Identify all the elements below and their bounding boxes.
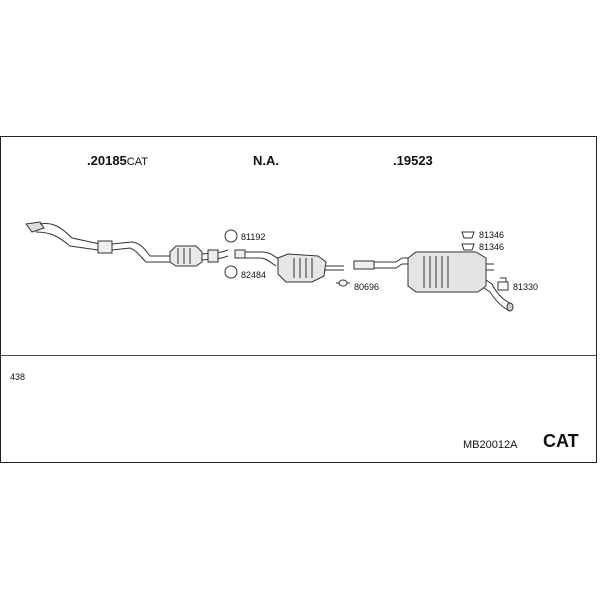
diagram-code: MB20012A: [463, 439, 518, 451]
ring-top-number: 81192: [241, 232, 266, 242]
front-pipe-mid-lower: [98, 247, 172, 263]
middle-part-label: N.A.: [253, 153, 279, 168]
hanger-2-icon: [461, 243, 475, 251]
catalytic-converter: [169, 245, 203, 267]
front-pipe-mid-upper: [98, 241, 172, 257]
rear-part-number: 19523: [396, 153, 433, 168]
clamp-icon: [336, 279, 350, 287]
tailpipe-upper: [485, 279, 513, 305]
section-divider: [0, 355, 597, 356]
flex-joint: [97, 240, 113, 254]
footer-note: 438: [10, 372, 26, 382]
mount-icon: [497, 277, 509, 291]
tailpipe-lower: [483, 287, 509, 311]
middle-silencer: [277, 253, 327, 283]
middle-pipe-assembly: [234, 249, 344, 283]
hanger-1-number: 81346: [479, 230, 505, 240]
mount-number: 81330: [513, 282, 539, 292]
tailpipe-tip: [506, 302, 514, 312]
front-part-label: .20185CAT: [87, 153, 148, 168]
front-flange: [25, 221, 45, 233]
front-part-number: 20185: [90, 153, 127, 168]
rear-pipe-lower: [374, 263, 410, 269]
ring-bottom-number: 82484: [241, 270, 267, 280]
rear-silencer-assembly: [353, 251, 514, 312]
front-pipe-assembly: [25, 221, 229, 267]
ring-top-icon: [224, 229, 238, 243]
middle-pipe-lower: [245, 257, 277, 267]
rear-silencer: [407, 251, 487, 293]
hanger-1-icon: [461, 231, 475, 239]
front-pipe-lower: [35, 231, 99, 251]
rear-inlet-sleeve: [353, 260, 375, 270]
cat-outlet-sleeve: [207, 249, 219, 263]
diagram-frame: [0, 136, 597, 463]
front-part-suffix: CAT: [126, 156, 148, 168]
middle-inlet-sleeve: [234, 249, 246, 259]
ring-bottom-icon: [224, 265, 238, 279]
hanger-2-number: 81346: [479, 242, 505, 252]
cat-badge: CAT: [543, 431, 579, 451]
rear-part-label: .19523: [393, 153, 433, 168]
front-pipe-upper: [39, 223, 101, 245]
rear-pipe-upper: [374, 257, 410, 263]
clamp-number: 80696: [354, 282, 380, 292]
